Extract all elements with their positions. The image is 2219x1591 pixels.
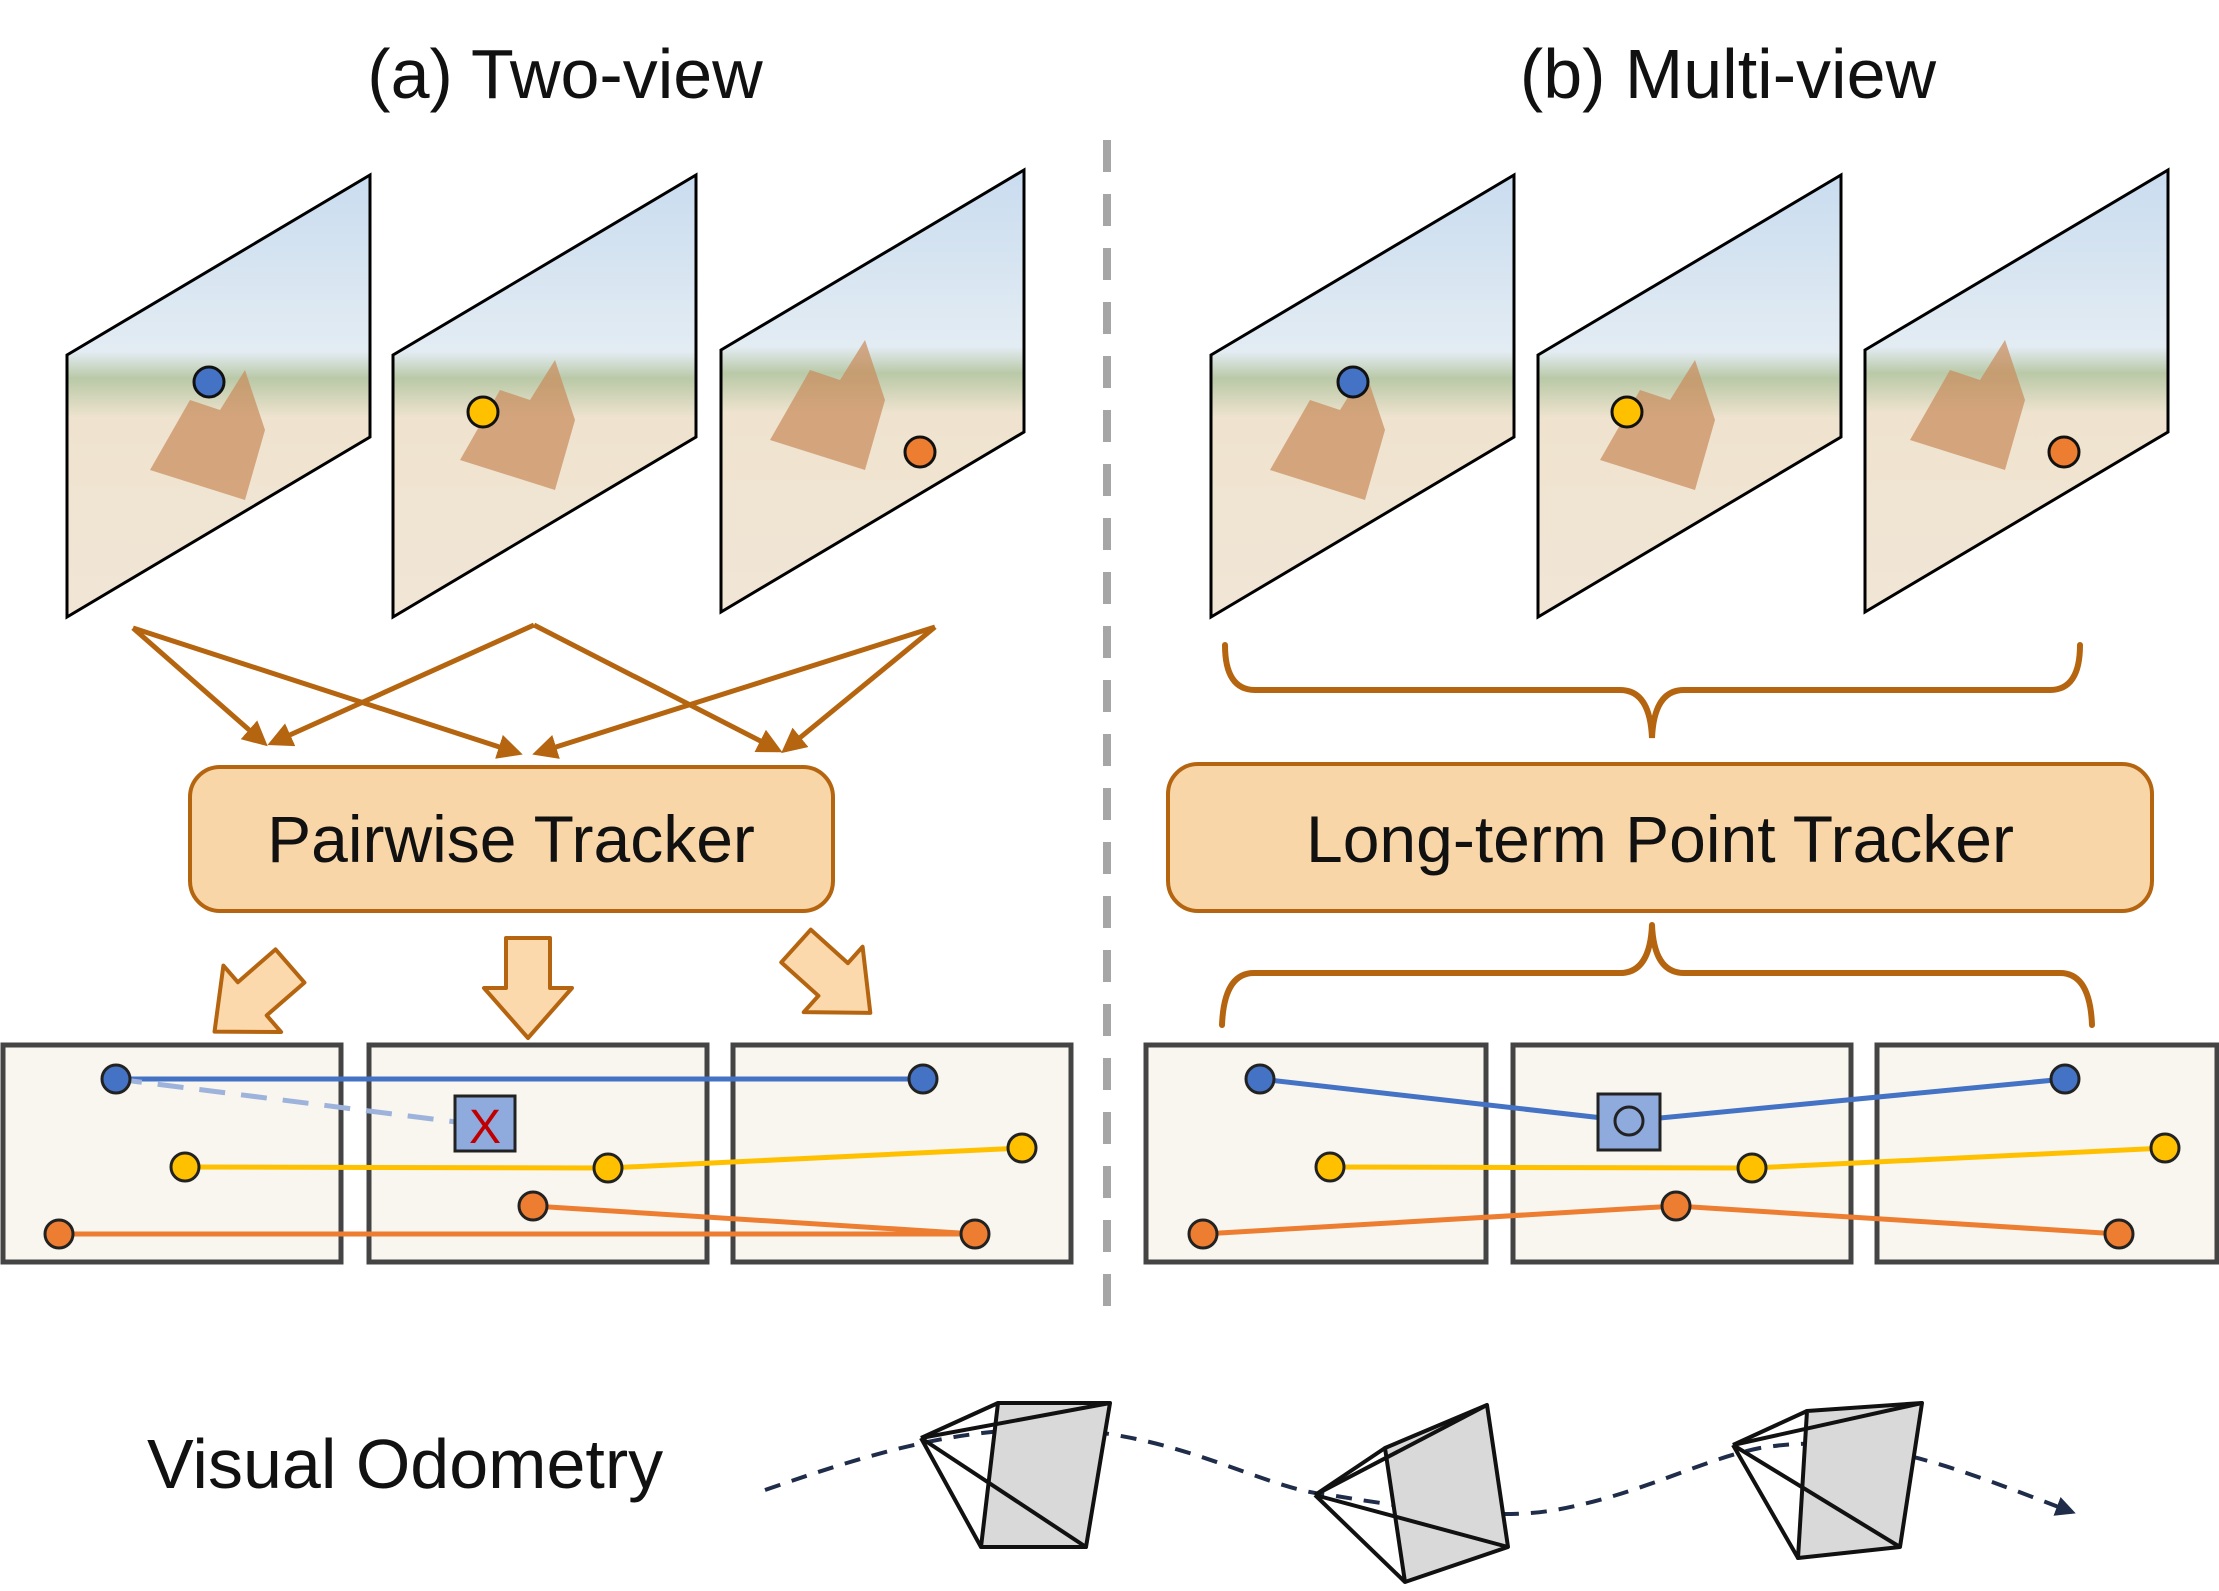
track-point <box>1244 1063 1276 1095</box>
pairwise-arrows <box>131 622 937 759</box>
pairwise-tracker-label: Pairwise Tracker <box>267 802 755 876</box>
panel-a-result-frames: X <box>0 1042 1074 1265</box>
yellow-query-point <box>466 395 500 429</box>
hollow-arrows <box>212 927 873 1040</box>
track-point <box>1314 1151 1346 1183</box>
track-point <box>2149 1132 2181 1164</box>
track-point <box>43 1218 75 1250</box>
panel-b-result-frames <box>1143 1042 2219 1265</box>
yellow-query-point <box>1610 395 1644 429</box>
image-frame-icon <box>1863 167 2170 615</box>
track-point <box>1187 1218 1219 1250</box>
track-point <box>1660 1190 1692 1222</box>
track-point <box>517 1190 549 1222</box>
camera-frustum-icon <box>919 1401 1112 1549</box>
failure-marker-label: X <box>469 1101 501 1154</box>
track-point <box>592 1152 624 1184</box>
hollow-arrow-icon <box>482 936 574 1040</box>
image-frame-icon <box>65 172 372 620</box>
panel-a-frames <box>65 167 1026 620</box>
track-point <box>1006 1132 1038 1164</box>
long-term-tracker-label: Long-term Point Tracker <box>1306 802 2014 876</box>
image-frame-icon <box>719 167 1026 615</box>
panel-a-title: (a) Two-view <box>367 35 763 113</box>
camera-frustum-icon <box>1313 1403 1510 1584</box>
hollow-arrow-icon <box>212 947 307 1035</box>
visual-odometry-label: Visual Odometry <box>147 1425 663 1503</box>
track-point <box>959 1218 991 1250</box>
result-frame <box>1510 1042 1854 1265</box>
blue-track-lost <box>115 1076 481 1128</box>
image-frame-icon <box>391 172 698 620</box>
track-point <box>1736 1152 1768 1184</box>
track-point <box>169 1151 201 1183</box>
tracking-failure-marker: X <box>453 1094 517 1154</box>
panel-b-frames <box>1209 167 2170 620</box>
orange-query-point <box>2047 435 2081 469</box>
orange-query-point <box>903 435 937 469</box>
image-frame-icon <box>1209 172 1516 620</box>
track-point <box>2049 1063 2081 1095</box>
hollow-arrow-icon <box>779 927 873 1015</box>
bracket-icon <box>1222 642 2083 739</box>
camera-frustum-icon <box>1731 1401 1924 1560</box>
track-point <box>907 1063 939 1095</box>
bracket-icon <box>1219 922 2095 1028</box>
blue-query-point <box>1336 365 1370 399</box>
tracked-occluded-point <box>1596 1092 1662 1152</box>
track-point <box>100 1063 132 1095</box>
pairwise-tracker-box: Pairwise Tracker <box>188 765 835 913</box>
panel-b-title: (b) Multi-view <box>1520 35 1937 113</box>
image-frame-icon <box>1536 172 1843 620</box>
blue-query-point <box>192 365 226 399</box>
track-point <box>2103 1218 2135 1250</box>
long-term-tracker-box: Long-term Point Tracker <box>1166 762 2154 913</box>
